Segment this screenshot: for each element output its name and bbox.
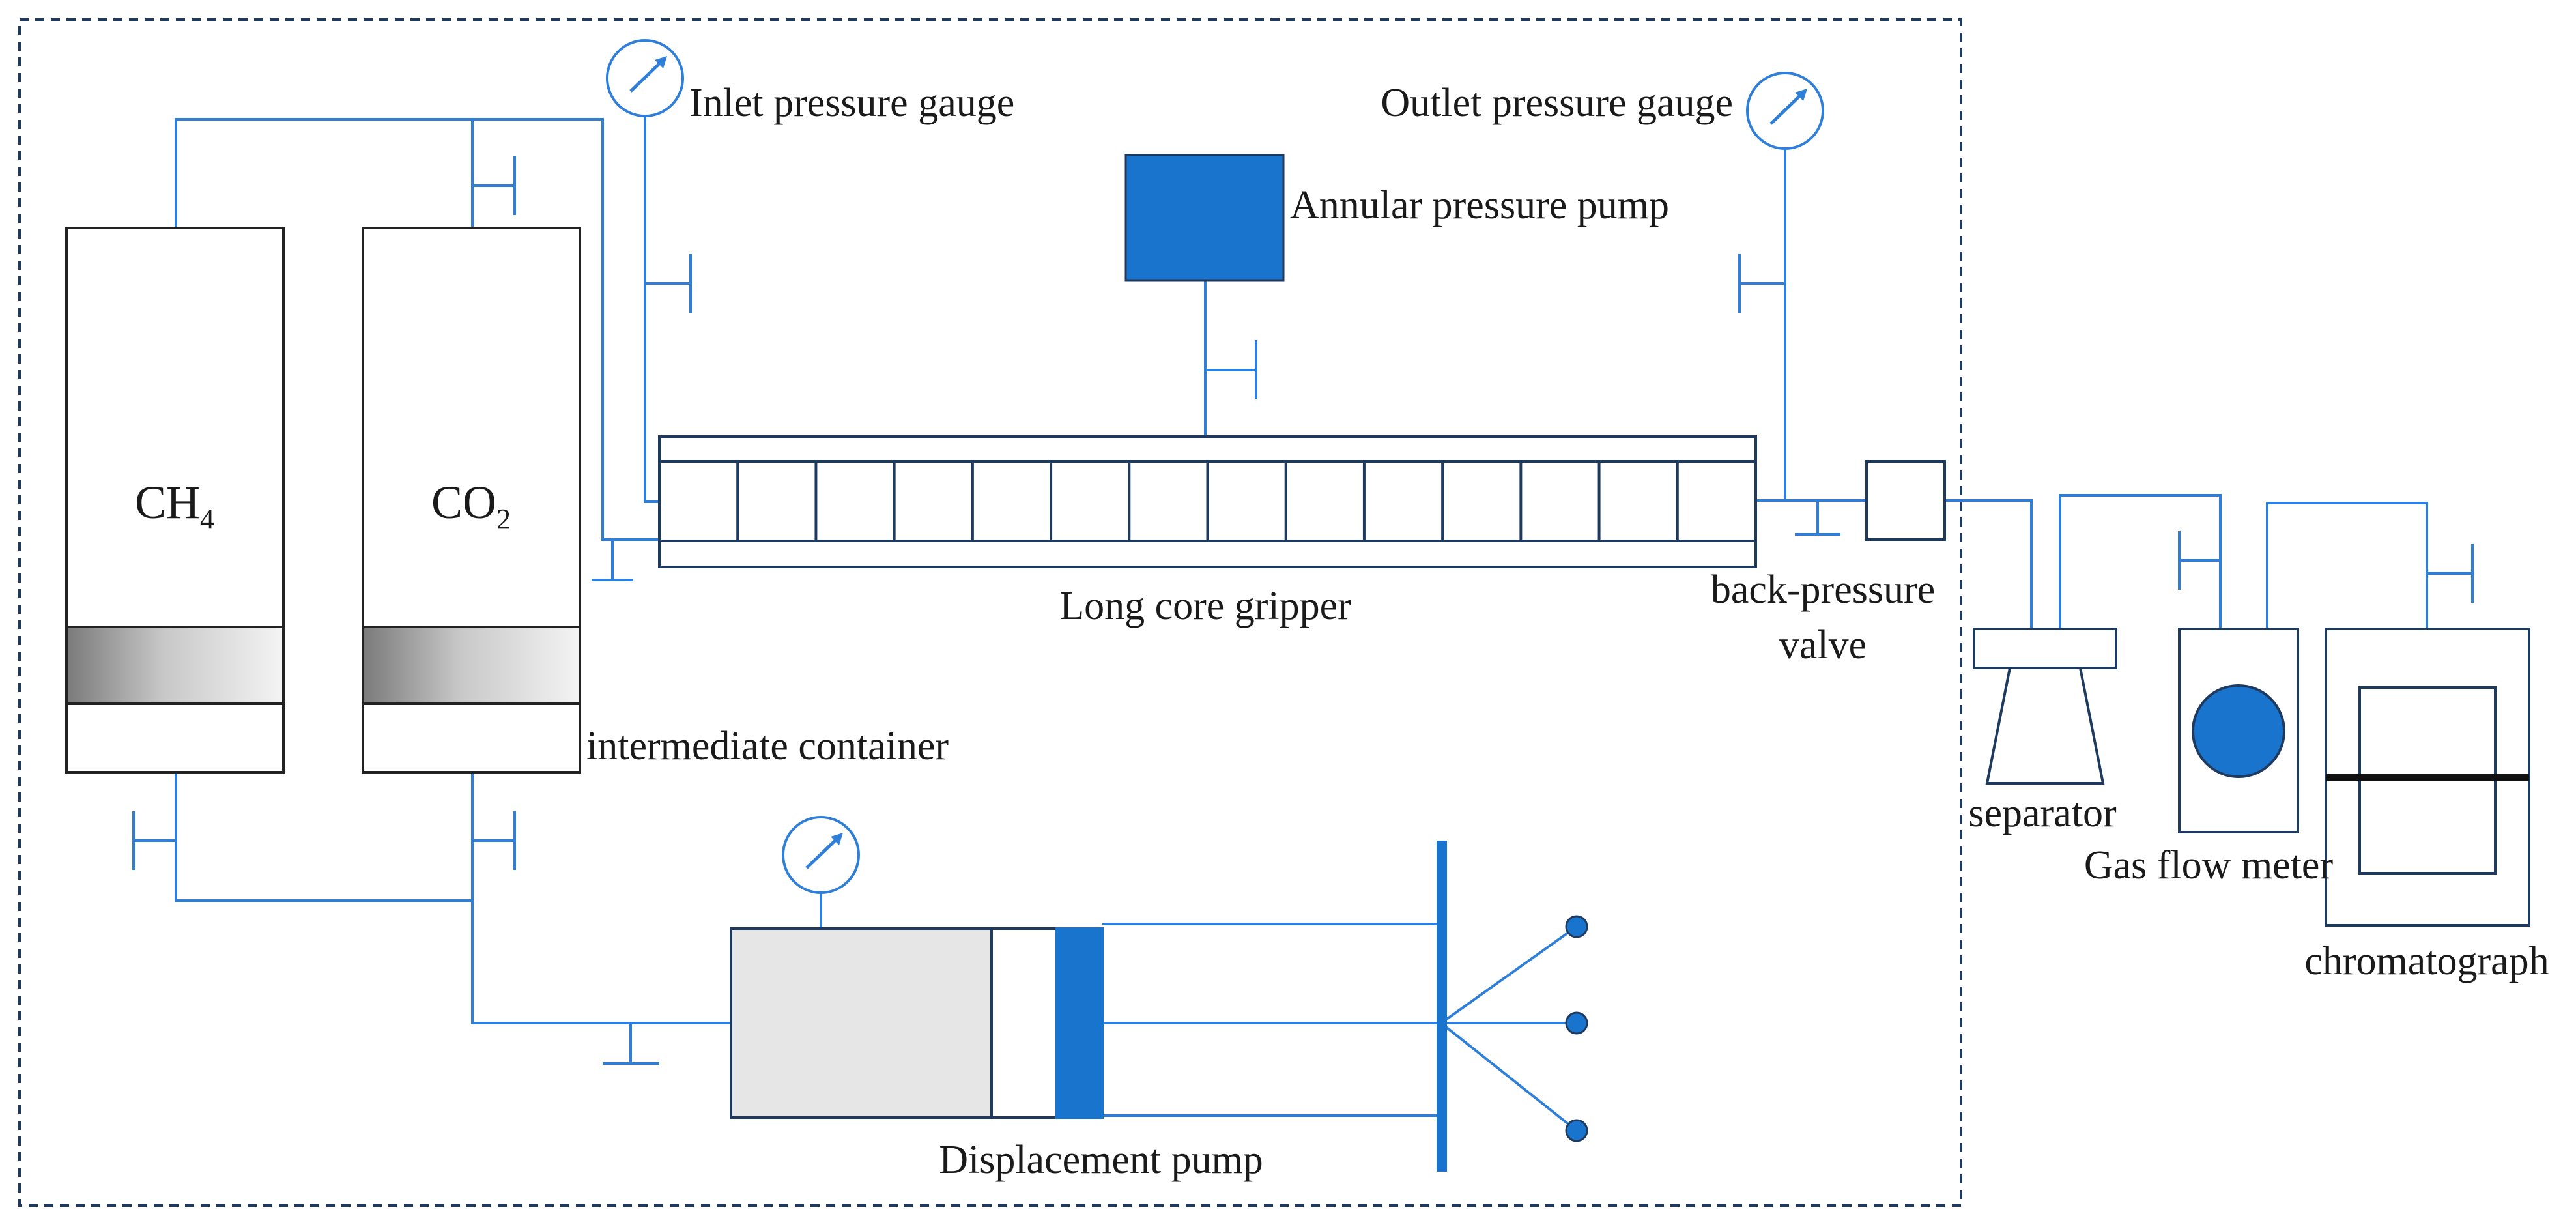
- pipe-to-pump: [471, 772, 731, 1024]
- pressure-gauge-icon: [782, 816, 860, 894]
- system-boundary-frame: [18, 18, 1962, 1207]
- pump-handle-knob: [1565, 1119, 1588, 1142]
- ch4-container: CH4: [65, 227, 285, 774]
- valve-icon: [1205, 340, 1257, 399]
- separator-label: separator: [1968, 791, 2117, 835]
- chromatograph: [2325, 628, 2530, 927]
- co2-container: CO2: [362, 227, 581, 774]
- co2-label: CO2: [431, 476, 511, 535]
- pump-lever-top: [1440, 925, 1578, 1024]
- pressure-gauge-icon: [1746, 72, 1824, 150]
- pipe-ch4-bottom: [175, 772, 472, 902]
- gas-flow-meter-label: Gas flow meter: [2084, 843, 2334, 888]
- back-pressure-valve-label-line2: valve: [1779, 623, 1867, 667]
- valve-icon: [132, 811, 176, 870]
- back-pressure-valve-label-line1: back-pressure: [1711, 568, 1935, 612]
- pressure-gauge-icon: [606, 39, 684, 117]
- back-pressure-valve: [1865, 460, 1946, 541]
- chromatograph-label: chromatograph: [2304, 939, 2549, 983]
- long-core-gripper: [658, 435, 1757, 568]
- displacement-pump: [730, 841, 1588, 1172]
- intermediate-container-label: intermediate container: [586, 724, 949, 768]
- long-core-gripper-label: Long core gripper: [1059, 584, 1351, 628]
- separator: [1973, 628, 2117, 785]
- displacement-pump-label: Displacement pump: [939, 1138, 1263, 1182]
- valve-icon: [472, 156, 516, 215]
- pipe-to-chromatograph: [2266, 502, 2428, 629]
- inlet-gauge-label: Inlet pressure gauge: [689, 81, 1014, 125]
- valve-icon: [1738, 254, 1785, 313]
- annular-pump-label: Annular pressure pump: [1290, 183, 1669, 227]
- valve-icon: [645, 254, 692, 313]
- pipe-top-supply: [175, 118, 604, 228]
- pipe-to-gas-meter: [2059, 494, 2222, 710]
- valves: [132, 156, 2474, 1065]
- pump-handle-knob: [1565, 915, 1588, 938]
- valve-icon: [2178, 531, 2220, 590]
- pump-handle-knob: [1565, 1011, 1588, 1035]
- valve-icon: [2427, 544, 2474, 603]
- gas-flow-meter: [2178, 628, 2299, 833]
- valve-icon: [472, 811, 516, 870]
- pipe-inlet-gauge-line: [644, 117, 659, 503]
- pump-handle-bar: [1437, 841, 1447, 1172]
- outlet-gauge-label: Outlet pressure gauge: [1381, 81, 1733, 125]
- ch4-label: CH4: [135, 476, 214, 535]
- annular-pressure-pump: [1124, 154, 1285, 282]
- pipe-inlet-line: [601, 130, 659, 541]
- pump-lever-bottom: [1440, 1022, 1578, 1132]
